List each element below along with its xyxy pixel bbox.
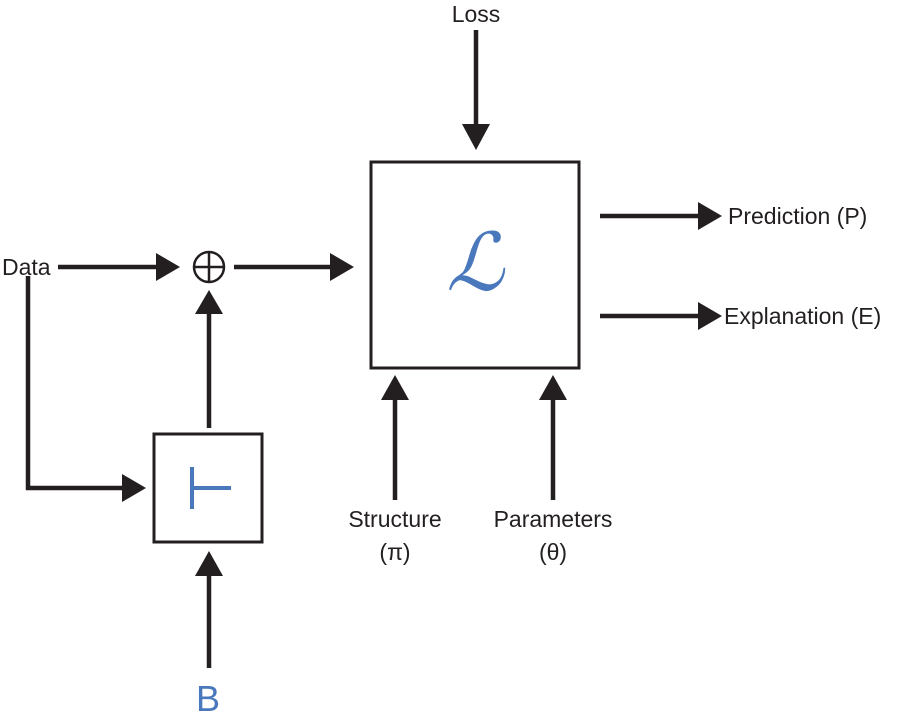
combine-to-learner-arrow: [234, 253, 354, 281]
b-to-entailment-arrow: [195, 551, 223, 668]
data-label: Data: [2, 254, 51, 280]
b-label: B: [196, 678, 220, 715]
loss-label: Loss: [452, 1, 501, 27]
explanation-arrow: [600, 302, 722, 330]
learner-box: [369, 160, 581, 370]
structure-symbol: (π): [379, 539, 410, 565]
combine-node: [192, 250, 226, 284]
data-to-entailment-arrow: [25, 276, 146, 502]
structure-label: Structure: [348, 506, 441, 532]
parameters-symbol: (θ): [539, 539, 567, 565]
explanation-label: Explanation (E): [724, 303, 881, 329]
loss-arrow: [462, 30, 490, 150]
parameters-label: Parameters: [494, 506, 613, 532]
prediction-label: Prediction (P): [728, 203, 867, 229]
entailment-to-combine-arrow: [195, 290, 223, 428]
prediction-arrow: [600, 202, 722, 230]
parameters-arrow: [539, 375, 567, 500]
learner-symbol: ℒ: [446, 216, 505, 309]
entails-symbol: [190, 467, 231, 509]
structure-arrow: [381, 375, 409, 500]
data-to-combine-arrow: [58, 253, 180, 281]
